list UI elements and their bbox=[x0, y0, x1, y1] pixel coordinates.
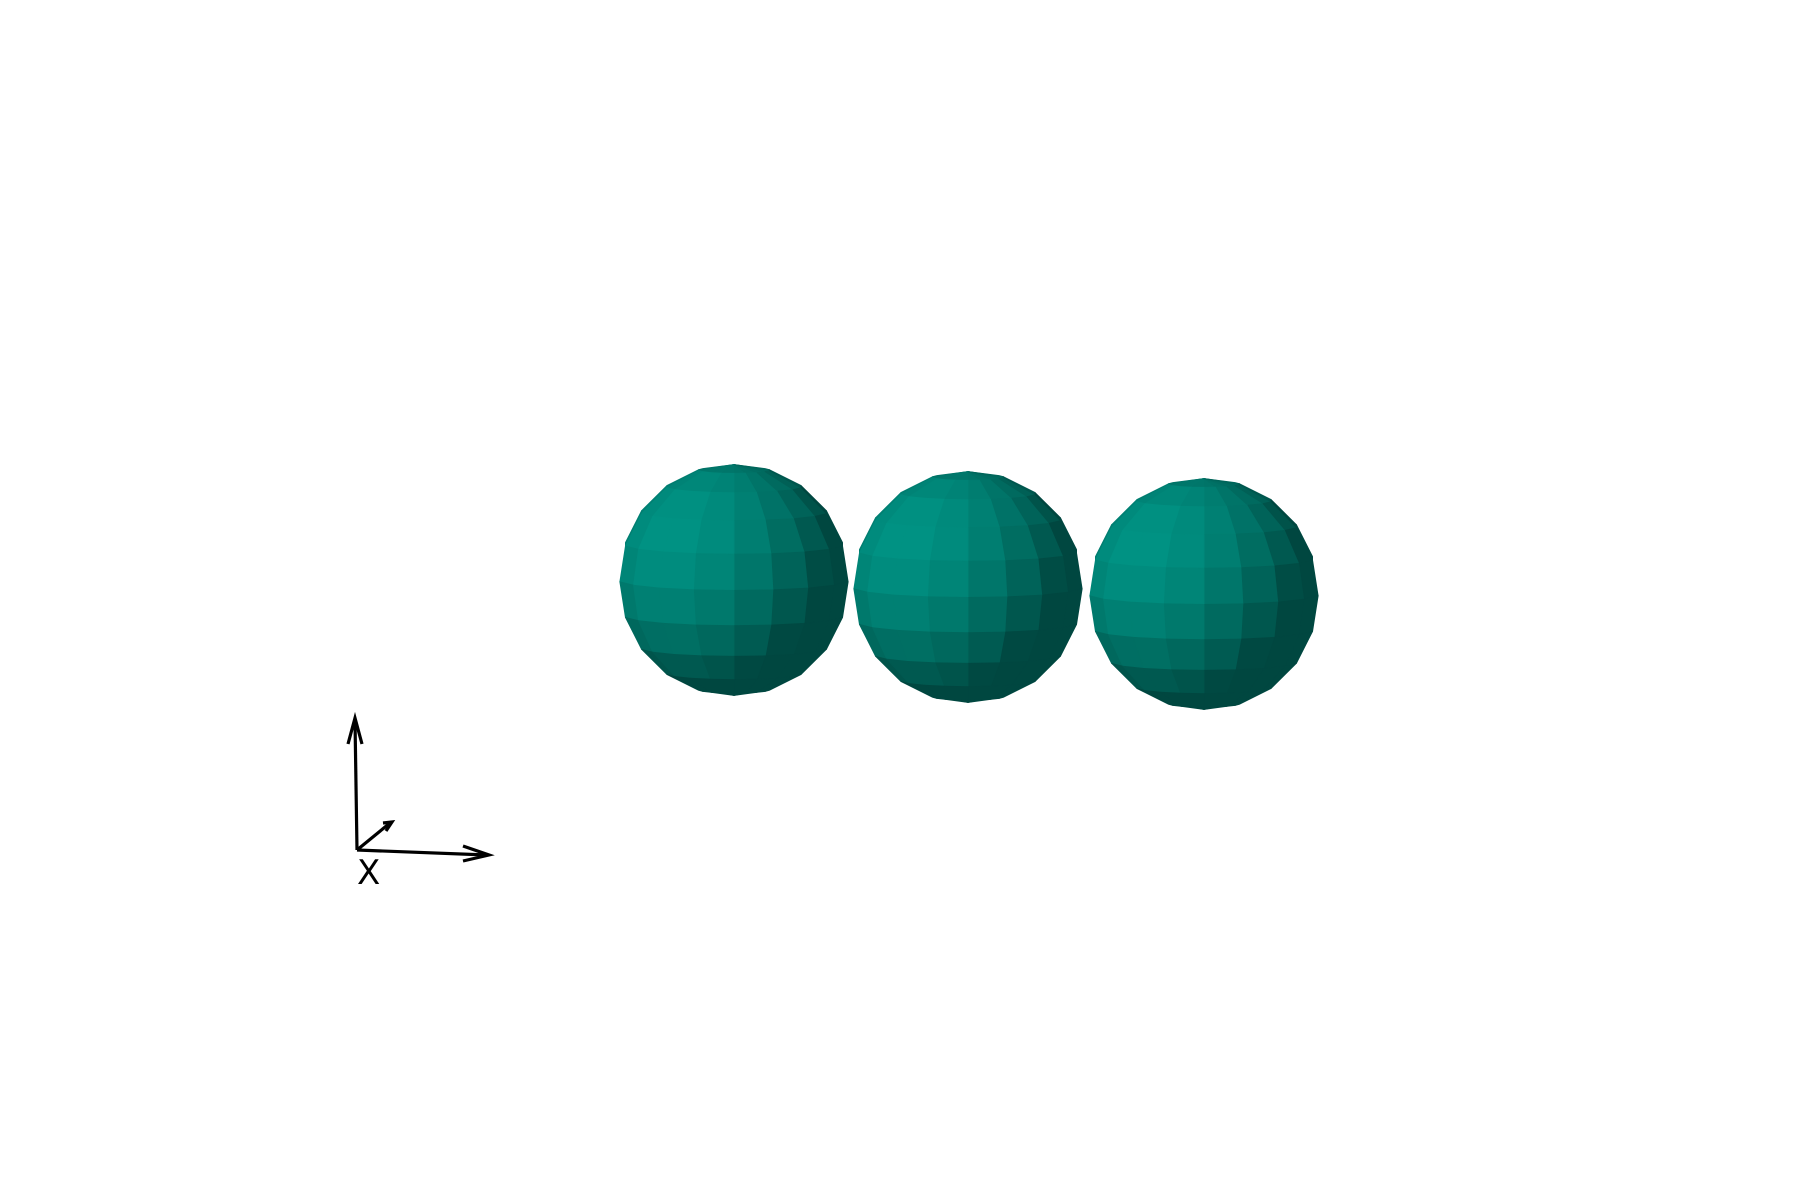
sphere-facet bbox=[1203, 603, 1245, 640]
sphere-facet bbox=[955, 699, 969, 703]
sphere-group bbox=[619, 464, 1319, 710]
sphere-facet bbox=[1191, 706, 1205, 710]
sphere-facet bbox=[693, 553, 735, 591]
sphere-facet bbox=[633, 584, 664, 624]
sphere-facet bbox=[998, 681, 1036, 699]
sphere-facet bbox=[1060, 517, 1077, 554]
axis-horizontal bbox=[356, 848, 488, 857]
sphere-facet bbox=[967, 596, 1009, 633]
axis-depth-arrowhead bbox=[382, 820, 396, 832]
sphere-facet bbox=[1296, 524, 1313, 561]
sphere-facet bbox=[967, 631, 1007, 664]
sphere-facet bbox=[967, 526, 1007, 562]
sphere bbox=[619, 464, 849, 696]
sphere-facet bbox=[927, 596, 969, 633]
sphere-facet bbox=[1163, 567, 1205, 605]
sphere-facet bbox=[893, 594, 931, 633]
sphere-facet bbox=[733, 464, 770, 471]
sphere-facet bbox=[1165, 638, 1205, 671]
axes-triad-icon: X bbox=[346, 711, 495, 893]
sphere-facet bbox=[967, 698, 992, 703]
sphere-facet bbox=[1241, 601, 1279, 640]
axis-vertical bbox=[353, 719, 359, 851]
sphere-facet bbox=[1129, 565, 1167, 605]
sphere-facet bbox=[1103, 598, 1134, 638]
sphere-facet bbox=[929, 526, 969, 562]
sphere-facet bbox=[1203, 638, 1243, 671]
sphere-facet bbox=[1129, 601, 1167, 640]
sphere-facet bbox=[1234, 688, 1272, 706]
sphere-facet bbox=[771, 551, 809, 591]
sphere-facet bbox=[695, 624, 735, 657]
sphere-facet bbox=[1163, 603, 1205, 640]
sphere-facet bbox=[733, 624, 773, 657]
sphere-facet bbox=[733, 691, 758, 696]
axis-horizontal-arrowhead bbox=[462, 844, 495, 863]
sphere-facet bbox=[1241, 565, 1279, 605]
sphere-facet bbox=[659, 587, 697, 626]
sphere-facet bbox=[733, 519, 773, 555]
sphere-facet bbox=[721, 692, 735, 696]
axis-vertical-arrowhead bbox=[346, 711, 364, 745]
sphere-facet bbox=[764, 674, 802, 692]
sphere-facet bbox=[967, 560, 1009, 598]
sphere-facet bbox=[693, 589, 735, 626]
sphere-facet bbox=[1203, 567, 1245, 605]
sphere-facet bbox=[733, 589, 775, 626]
sphere-facet bbox=[967, 471, 1004, 478]
sphere-facet bbox=[1203, 705, 1228, 710]
sphere-facet bbox=[633, 548, 664, 589]
sphere-facet bbox=[733, 553, 775, 591]
sphere-facet bbox=[929, 631, 969, 664]
sphere-facet bbox=[867, 591, 898, 631]
sphere bbox=[853, 471, 1083, 703]
sphere-facet bbox=[1103, 562, 1134, 603]
axis-depth bbox=[355, 821, 392, 852]
sphere-facet bbox=[771, 587, 809, 626]
sphere-facet bbox=[927, 560, 969, 598]
sphere-facet bbox=[659, 551, 697, 591]
axis-label-x: X bbox=[357, 853, 380, 893]
sphere-facet bbox=[695, 519, 735, 555]
sphere-facet bbox=[867, 555, 898, 596]
sphere-facet bbox=[1005, 558, 1043, 598]
sphere-facet bbox=[1203, 533, 1243, 569]
sphere bbox=[1089, 478, 1319, 710]
sphere-facet bbox=[1203, 478, 1240, 485]
sphere-facet bbox=[826, 510, 843, 547]
sphere-facet bbox=[1005, 594, 1043, 633]
sphere-facet bbox=[1165, 533, 1205, 569]
sphere-facet bbox=[893, 558, 931, 598]
